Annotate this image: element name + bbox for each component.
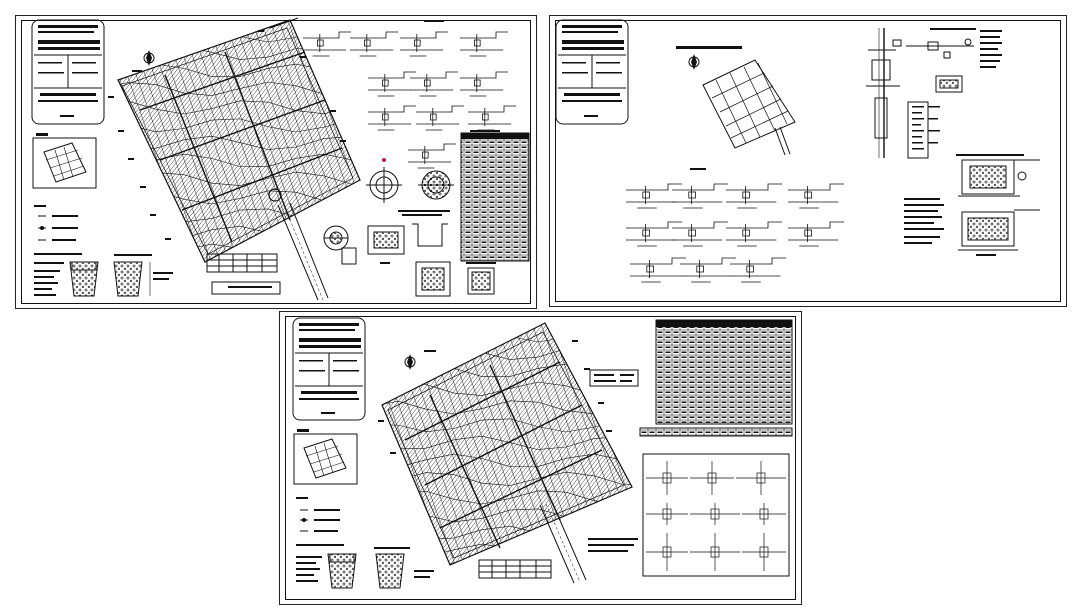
sheet-2-title-block <box>555 19 629 125</box>
sheet-1-manhole-details <box>323 158 496 297</box>
sheet-1-outfall-road <box>277 202 329 301</box>
sheet-1-longitudinal-profiles <box>303 20 516 169</box>
sheet-2-pump-station-detail <box>866 28 1002 159</box>
sheet-3-invert-table <box>478 369 639 579</box>
sheet-3-manhole-detail-grid <box>642 453 790 577</box>
drawing-sheet-2 <box>549 15 1067 307</box>
sheet-1-north-arrow <box>132 50 155 72</box>
sheet-3-title-block <box>292 317 366 421</box>
sheet-1-legend <box>34 205 82 255</box>
sheet-1-trench-detail <box>34 254 173 297</box>
sheet-3-north-arrow <box>404 350 436 370</box>
sheet-2-north-arrow <box>676 46 742 70</box>
sheet-3-trench-detail <box>296 547 434 589</box>
sheet-1-title-block <box>31 19 105 125</box>
sheet-2-longitudinal-profiles <box>626 168 844 283</box>
sheet-1-invert-table <box>206 253 281 295</box>
sheet-3-key-plan <box>293 429 358 485</box>
sheet-3-quantity-table <box>639 319 793 437</box>
sheet-1-quantity-table <box>460 130 530 262</box>
sheet-3-legend <box>296 497 344 546</box>
sheet-2-block-plan <box>702 59 796 156</box>
sheet-3-outfall-road <box>539 501 587 584</box>
sheet-1-key-plan <box>32 133 97 189</box>
sheet-2-tank-detail <box>904 154 1040 256</box>
